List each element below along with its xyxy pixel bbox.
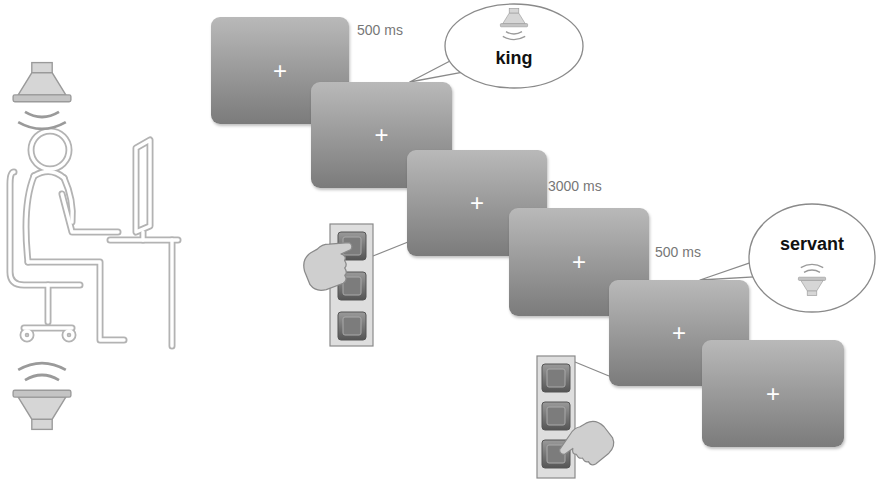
pressing-hand	[299, 238, 361, 294]
fixation-cross: +	[470, 191, 484, 215]
speech-bubble: king	[444, 3, 584, 89]
speaker-icon	[798, 264, 825, 295]
fixation-cross: +	[273, 59, 287, 83]
speaker-top	[13, 63, 71, 129]
response-box-2-part	[542, 364, 570, 392]
response-box-1	[299, 224, 408, 346]
fixation-cross: +	[672, 321, 686, 345]
bubble-ellipse	[749, 204, 875, 312]
speaker-icon	[500, 8, 527, 39]
response-box-1-part	[338, 312, 366, 340]
response-box-2-part	[575, 362, 609, 376]
response-box-2-part	[542, 402, 570, 430]
fixation-cross: +	[374, 123, 388, 147]
bubble-outline	[748, 203, 876, 313]
duration-label: 500 ms	[655, 244, 701, 260]
duration-label: 500 ms	[357, 22, 403, 38]
speaker-bottom	[13, 363, 71, 429]
bubble-outline	[444, 3, 584, 89]
speech-bubble: servant	[748, 203, 876, 313]
duration-label: 3000 ms	[548, 178, 602, 194]
spoken-word: king	[444, 47, 584, 69]
response-box-2-part	[547, 369, 565, 387]
spoken-word: servant	[748, 233, 876, 255]
fixation-screen: +	[702, 340, 844, 447]
bubble-ellipse	[445, 4, 583, 88]
response-box-2-part	[537, 356, 575, 478]
pressing-hand	[556, 413, 620, 477]
response-box-1-part	[373, 242, 408, 256]
response-box-2	[537, 356, 620, 478]
response-box-1-part	[343, 317, 361, 335]
fixation-cross: +	[572, 250, 586, 274]
figure-outline	[10, 131, 178, 346]
response-box-2-part	[547, 407, 565, 425]
fixation-cross: +	[766, 382, 780, 406]
figure-inner	[10, 131, 178, 346]
